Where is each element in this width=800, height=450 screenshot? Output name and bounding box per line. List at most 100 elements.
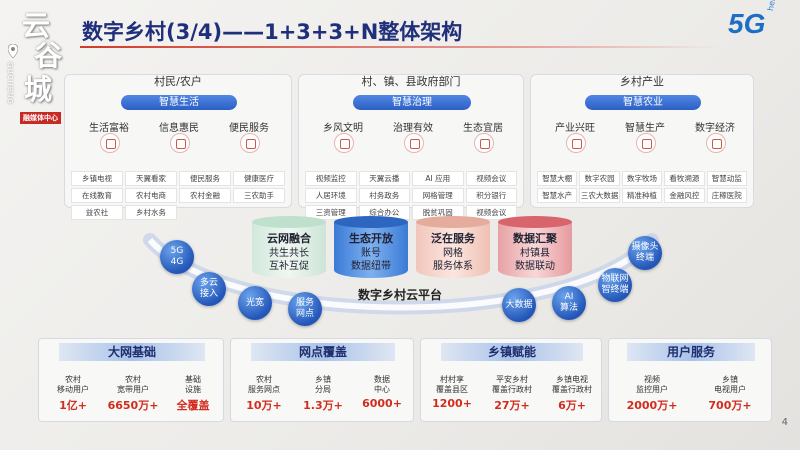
- location-pin-icon: [8, 44, 18, 58]
- production-icon: [636, 133, 656, 153]
- panel-item-label: 农村服务网点: [248, 375, 280, 394]
- grid-cell: 视频会议: [465, 171, 517, 186]
- service-grid: 智慧大棚 数字农园 数字牧场 看牧溯源 智慧动监 智慧水产 三农大数据 精准种植…: [537, 171, 747, 203]
- grid-cell: 智慧水产: [537, 188, 578, 203]
- group-item: 信息惠民: [149, 119, 209, 159]
- ecology-icon: [474, 133, 494, 153]
- grid-cell: 金融风控: [664, 188, 705, 203]
- panel-title: 乡镇赋能: [441, 343, 583, 361]
- watermark-char: 谷: [34, 39, 63, 72]
- bubble-iot: 物联网智终端: [598, 268, 632, 302]
- panel-item-value: 700万+: [708, 399, 752, 412]
- panel-item-label: 乡镇电视覆盖行政村: [552, 375, 592, 394]
- group-item: 便民服务: [219, 119, 279, 159]
- panel-item-value: 6万+: [558, 399, 586, 412]
- panel-item-value: 10万+: [246, 399, 282, 412]
- 5g-logo: 5G hello: [728, 0, 788, 44]
- cylinder-service: 泛在服务 网格 服务体系: [416, 216, 490, 280]
- grid-cell: 三农大数据: [579, 188, 620, 203]
- bubble-broadband: 光宽: [238, 286, 272, 320]
- group-header: 村民/农户: [154, 75, 202, 88]
- group-item: 治理有效: [383, 119, 443, 159]
- panel-item-label: 村村享覆盖县区: [436, 375, 468, 394]
- governance-icon: [404, 133, 424, 153]
- panel-item-value: 1亿+: [59, 399, 87, 412]
- grid-cell: 乡村水务: [125, 205, 177, 220]
- grid-cell: 三农助手: [233, 188, 285, 203]
- group-item: 生活富裕: [79, 119, 139, 159]
- panel-item-label: 乡镇电视用户: [714, 375, 746, 394]
- grid-cell: 精准种植: [621, 188, 663, 203]
- economy-icon: [706, 133, 726, 153]
- title-underline: [80, 46, 720, 48]
- grid-cell: 益农社: [71, 205, 123, 220]
- panel-item-value: 1.3万+: [303, 399, 343, 412]
- grid-cell: 天翼看家: [125, 171, 177, 186]
- panel-item-value: 2000万+: [626, 399, 678, 412]
- panel-item-value: 6000+: [362, 397, 402, 410]
- group-industry: 乡村产业 智慧农业 产业兴旺 智慧生产 数字经济 智慧大棚 数字农园 数字牧场 …: [530, 74, 754, 208]
- grid-cell: 人居环境: [305, 188, 357, 203]
- panel-item-label: 基础设施: [185, 375, 201, 394]
- watermark-side-text: GUCHENG: [6, 62, 14, 105]
- prosperity-icon: [100, 133, 120, 153]
- watermark-char: 云: [22, 9, 51, 42]
- grid-cell: 积分银行: [465, 188, 517, 203]
- panel-item-value: 1200+: [432, 397, 472, 410]
- page-title: 数字乡村(3/4)——1+3+3+N整体架构: [82, 20, 463, 44]
- info-icon: [170, 133, 190, 153]
- cylinder-data: 数据汇聚 村镇县 数据联动: [498, 216, 572, 280]
- watermark-tag: 融媒体中心: [20, 112, 61, 124]
- group-item: 智慧生产: [615, 119, 675, 159]
- bubble-camera: 摄像头终端: [628, 236, 662, 270]
- grid-cell: 健康医疗: [233, 171, 285, 186]
- group-item: 生态宜居: [453, 119, 513, 159]
- cylinder-ecosystem: 生态开放 账号 数据纽带: [334, 216, 408, 280]
- grid-cell: 乡镇电视: [71, 171, 123, 186]
- panel-item-value: 全覆盖: [176, 399, 210, 412]
- group-item: 数字经济: [685, 119, 745, 159]
- cylinder-cloud: 云网融合 共生共长 互补互促: [252, 216, 326, 280]
- grid-cell: 数字农园: [579, 171, 620, 186]
- group-item: 乡风文明: [313, 119, 373, 159]
- group-header: 村、镇、县政府部门: [361, 75, 461, 88]
- panel-item-value: 6650万+: [107, 399, 159, 412]
- group-item: 产业兴旺: [545, 119, 605, 159]
- panel-item-label: 农村宽带用户: [117, 375, 149, 394]
- star-icon: [334, 133, 354, 153]
- grid-cell: 看牧溯源: [664, 171, 705, 186]
- grid-cell: 视频监控: [305, 171, 357, 186]
- panel-item-label: 平安乡村覆盖行政村: [492, 375, 532, 394]
- chart-icon: [566, 133, 586, 153]
- panel-item-label: 视频监控用户: [636, 375, 668, 394]
- panel-item-label: 乡镇分局: [315, 375, 331, 394]
- group-pill: 智慧治理: [353, 95, 471, 110]
- group-header: 乡村产业: [620, 75, 664, 88]
- bubble-service-outlet: 服务网点: [288, 292, 322, 326]
- watermark-char: 城: [24, 73, 53, 106]
- bubble-bigdata: 大数据: [502, 288, 536, 322]
- grid-cell: 在线教育: [71, 188, 123, 203]
- group-pill: 智慧生活: [121, 95, 237, 110]
- panel-network: 大网基础 农村移动用户 1亿+ 农村宽带用户 6650万+ 基础设施 全覆盖: [38, 338, 224, 422]
- panel-item-label: 农村移动用户: [57, 375, 89, 394]
- grid-cell: 数字牧场: [621, 171, 663, 186]
- group-pill: 智慧农业: [585, 95, 701, 110]
- grid-cell: 便民服务: [179, 171, 231, 186]
- panel-outlets: 网点覆盖 农村服务网点 10万+ 乡镇分局 1.3万+ 数据中心 6000+: [230, 338, 414, 422]
- grid-cell: 三资管理: [305, 205, 357, 220]
- grid-cell: 天翼云播: [358, 171, 410, 186]
- bubble-multicloud: 多云接入: [192, 272, 226, 306]
- panel-township: 乡镇赋能 村村享覆盖县区 1200+ 平安乡村覆盖行政村 27万+ 乡镇电视覆盖…: [420, 338, 602, 422]
- grid-cell: 庄稼医院: [706, 188, 747, 203]
- grid-cell: 村务政务: [358, 188, 410, 203]
- logo-main-text: 5G: [728, 8, 766, 39]
- panel-title: 网点覆盖: [251, 343, 395, 361]
- grid-cell: 网格管理: [412, 188, 464, 203]
- grid-cell: 智慧动监: [706, 171, 747, 186]
- group-villagers: 村民/农户 智慧生活 生活富裕 信息惠民 便民服务 乡镇电视 天翼看家 便民服务…: [64, 74, 292, 220]
- panel-title: 大网基础: [59, 343, 205, 361]
